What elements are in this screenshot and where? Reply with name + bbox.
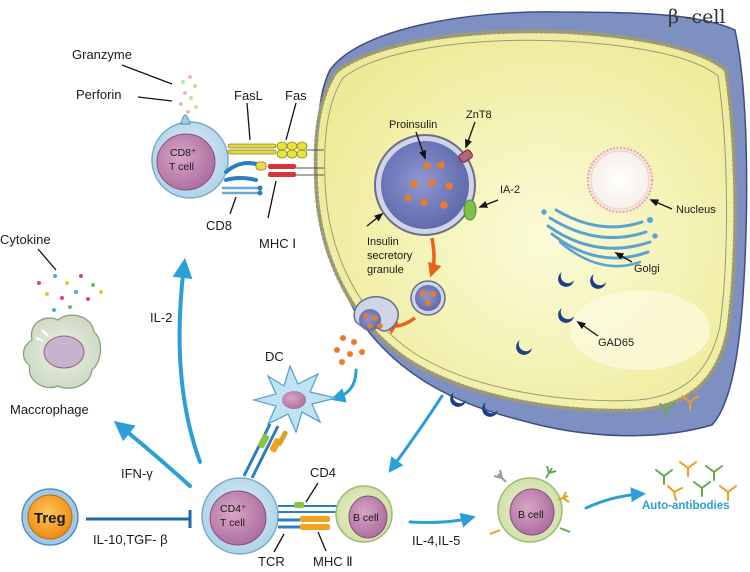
cd4-label: CD4 xyxy=(310,465,336,480)
znt8-label: ZnT8 xyxy=(466,109,492,121)
granule-release-cup xyxy=(180,114,191,125)
golgi-pointer xyxy=(614,252,633,263)
ia2-pointer xyxy=(478,199,499,208)
cytokine-label: Cytokine xyxy=(0,232,51,247)
nucleus xyxy=(586,146,654,214)
znt8-pointer xyxy=(465,121,476,149)
b-cell-2: B cell xyxy=(489,465,571,543)
mhc1-leader xyxy=(267,180,277,219)
cd8-cell-name-line1: CD8⁺ xyxy=(170,147,197,159)
dc-tcr-contact xyxy=(242,423,288,479)
cd4-leader xyxy=(305,482,319,503)
il45-label: IL-4,IL-5 xyxy=(412,533,460,548)
autoantibody-arrow xyxy=(584,487,646,510)
fas-label: Fas xyxy=(285,88,307,103)
nucleus-pointer xyxy=(649,199,673,210)
cd4-t-cell: CD4⁺ T cell xyxy=(201,477,279,555)
cd4-bcell-contact xyxy=(278,502,340,530)
perforin-label: Perforin xyxy=(76,87,122,102)
proinsulin-label: Proinsulin xyxy=(389,119,437,131)
insulin-to-dc-arrow xyxy=(330,368,358,403)
granule-label: Insulin secretory granule xyxy=(367,236,415,276)
mhc2-leader xyxy=(317,531,327,552)
mhc2-label: MHC Ⅱ xyxy=(313,554,353,569)
treg-cell: Treg xyxy=(21,488,79,546)
free-antibodies xyxy=(655,395,737,501)
granule-pointer xyxy=(366,212,384,227)
macrophage-cell xyxy=(22,314,102,389)
cd8-label: CD8 xyxy=(206,218,232,233)
cytokine-dots xyxy=(37,274,103,312)
dendritic-cell xyxy=(251,364,337,434)
cd4-cell-name-line1: CD4⁺ xyxy=(220,503,247,515)
il2-label: IL-2 xyxy=(150,310,172,325)
released-insulin-dots xyxy=(334,335,365,365)
small-vesicle xyxy=(410,280,446,316)
dc-label: DC xyxy=(265,349,284,364)
ia2-protein xyxy=(463,199,477,221)
beta-cell: β -cell Nucleus Golgi xyxy=(313,6,748,437)
cd8-cell-name-line2: T cell xyxy=(169,161,194,173)
ia2-label: IA-2 xyxy=(500,184,520,196)
gad65-pointer xyxy=(576,320,599,337)
macrophage-label: Maccrophage xyxy=(10,402,89,417)
il45-arrow xyxy=(408,512,476,528)
beta-cell-title: β -cell xyxy=(668,6,725,28)
vesicle-transport-arrow xyxy=(428,237,442,278)
beta-cell-membrane-beads xyxy=(313,29,738,413)
beta-cell-inner-membrane xyxy=(324,39,727,402)
insulin-secretory-granule xyxy=(374,134,477,236)
cd8-t-cell: CD8⁺ T cell xyxy=(151,114,229,199)
gad65-molecules xyxy=(450,272,606,417)
tcr-leader xyxy=(273,533,285,553)
tcr-mhc1-complex xyxy=(224,161,324,182)
il2-arrow xyxy=(172,258,202,464)
znt8-transporter xyxy=(458,149,473,163)
exocytosis-vesicle xyxy=(353,296,399,332)
golgi-apparatus xyxy=(541,208,658,268)
antigen-to-bcell-arrow xyxy=(388,394,444,473)
fasl-label: FasL xyxy=(234,88,263,103)
mhc1-label: MHC Ⅰ xyxy=(259,236,296,251)
treg-label: Treg xyxy=(34,510,66,527)
cd8-coreceptor xyxy=(222,185,263,196)
surface-antibodies xyxy=(489,465,571,535)
treg-inhibition xyxy=(86,510,192,528)
granzyme-leader xyxy=(121,64,173,85)
il10-label: IL-10,TGF- β xyxy=(93,532,168,547)
gad65-label: GAD65 xyxy=(598,337,634,349)
fasl-bar xyxy=(227,143,277,149)
golgi-label: Golgi xyxy=(634,263,660,275)
fas-receptor xyxy=(276,141,308,159)
cytokine-leader xyxy=(37,248,57,271)
granzyme-label: Granzyme xyxy=(72,47,132,62)
ifn-label: IFN-γ xyxy=(121,466,153,481)
granzyme-perforin-dots xyxy=(179,75,198,114)
proinsulin-pointer xyxy=(415,131,427,160)
fasl-leader xyxy=(246,102,251,141)
b-cell-2-label: B cell xyxy=(518,509,544,521)
ifn-arrow xyxy=(113,421,192,488)
perforin-leader xyxy=(137,96,173,102)
fasl-fas-interaction xyxy=(227,141,324,159)
cd8-leader xyxy=(229,196,237,215)
mhc1-bar xyxy=(268,164,296,169)
b-cell-label: B cell xyxy=(353,512,379,524)
cytoplasm-highlight xyxy=(570,290,710,370)
nucleus-label: Nucleus xyxy=(676,204,716,216)
auto-antibodies-label: Auto-antibodies xyxy=(642,500,730,512)
tcr-label: TCR xyxy=(258,554,285,569)
fas-leader xyxy=(285,102,297,141)
cd4-cell-name-line2: T cell xyxy=(220,517,245,529)
signal-arrows xyxy=(113,258,646,528)
b-cell: B cell xyxy=(335,485,393,543)
